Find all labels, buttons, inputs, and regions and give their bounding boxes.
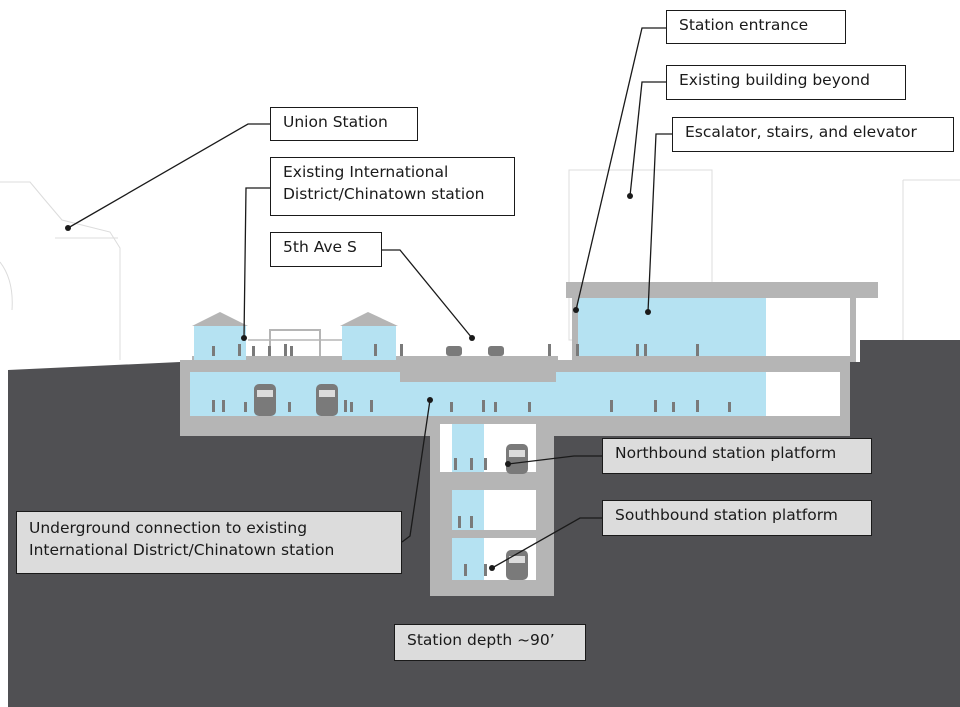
label-existing-building: Existing building beyond bbox=[666, 65, 906, 100]
union-station-outline bbox=[0, 181, 121, 360]
car bbox=[488, 346, 504, 356]
label-text: Station depth ~90’ bbox=[407, 631, 555, 649]
label-union-station: Union Station bbox=[270, 107, 418, 141]
entrance-roof bbox=[566, 282, 878, 298]
cars bbox=[446, 346, 504, 356]
people bbox=[212, 344, 731, 576]
leader-union-station bbox=[67, 123, 270, 229]
label-existing-station: Existing International District/Chinatow… bbox=[270, 157, 515, 216]
leader-dots bbox=[65, 193, 651, 571]
entrance-hall bbox=[578, 298, 766, 356]
train bbox=[316, 384, 338, 416]
label-text: Northbound station platform bbox=[615, 444, 837, 462]
label-text: Southbound station platform bbox=[615, 506, 838, 524]
label-text: Existing building beyond bbox=[679, 71, 871, 89]
label-text-line2: International District/Chinatown station bbox=[29, 541, 335, 559]
label-station-entrance: Station entrance bbox=[666, 10, 846, 44]
label-underground-connection: Underground connection to existing Inter… bbox=[16, 511, 402, 574]
leader-5th-ave bbox=[382, 249, 473, 339]
label-text: Escalator, stairs, and elevator bbox=[685, 123, 917, 141]
label-text: Station entrance bbox=[679, 16, 809, 34]
train bbox=[506, 444, 528, 474]
label-northbound-platform: Northbound station platform bbox=[602, 438, 872, 474]
car bbox=[446, 346, 462, 356]
label-text: Union Station bbox=[283, 113, 388, 131]
leader-southbound bbox=[491, 517, 602, 569]
label-station-depth: Station depth ~90’ bbox=[394, 624, 586, 661]
label-text-line1: Existing International bbox=[283, 163, 449, 181]
leader-underground bbox=[401, 399, 431, 543]
trains bbox=[254, 384, 528, 580]
label-5th-ave: 5th Ave S bbox=[270, 232, 382, 267]
leader-existing-building bbox=[629, 81, 666, 197]
leader-northbound bbox=[507, 455, 602, 465]
label-southbound-platform: Southbound station platform bbox=[602, 500, 872, 536]
label-vertical-circulation: Escalator, stairs, and elevator bbox=[672, 117, 954, 152]
label-text-line1: Underground connection to existing bbox=[29, 519, 308, 537]
station-structure bbox=[180, 282, 878, 596]
leader-vertical-circulation bbox=[647, 133, 672, 313]
leader-existing-station bbox=[243, 187, 270, 339]
leader-lines bbox=[67, 27, 672, 569]
kiosk-right bbox=[342, 326, 396, 360]
label-text: 5th Ave S bbox=[283, 238, 357, 256]
leader-station-entrance bbox=[575, 27, 666, 311]
train bbox=[254, 384, 276, 416]
kiosk-left bbox=[194, 326, 246, 360]
label-text-line2: District/Chinatown station bbox=[283, 185, 485, 203]
